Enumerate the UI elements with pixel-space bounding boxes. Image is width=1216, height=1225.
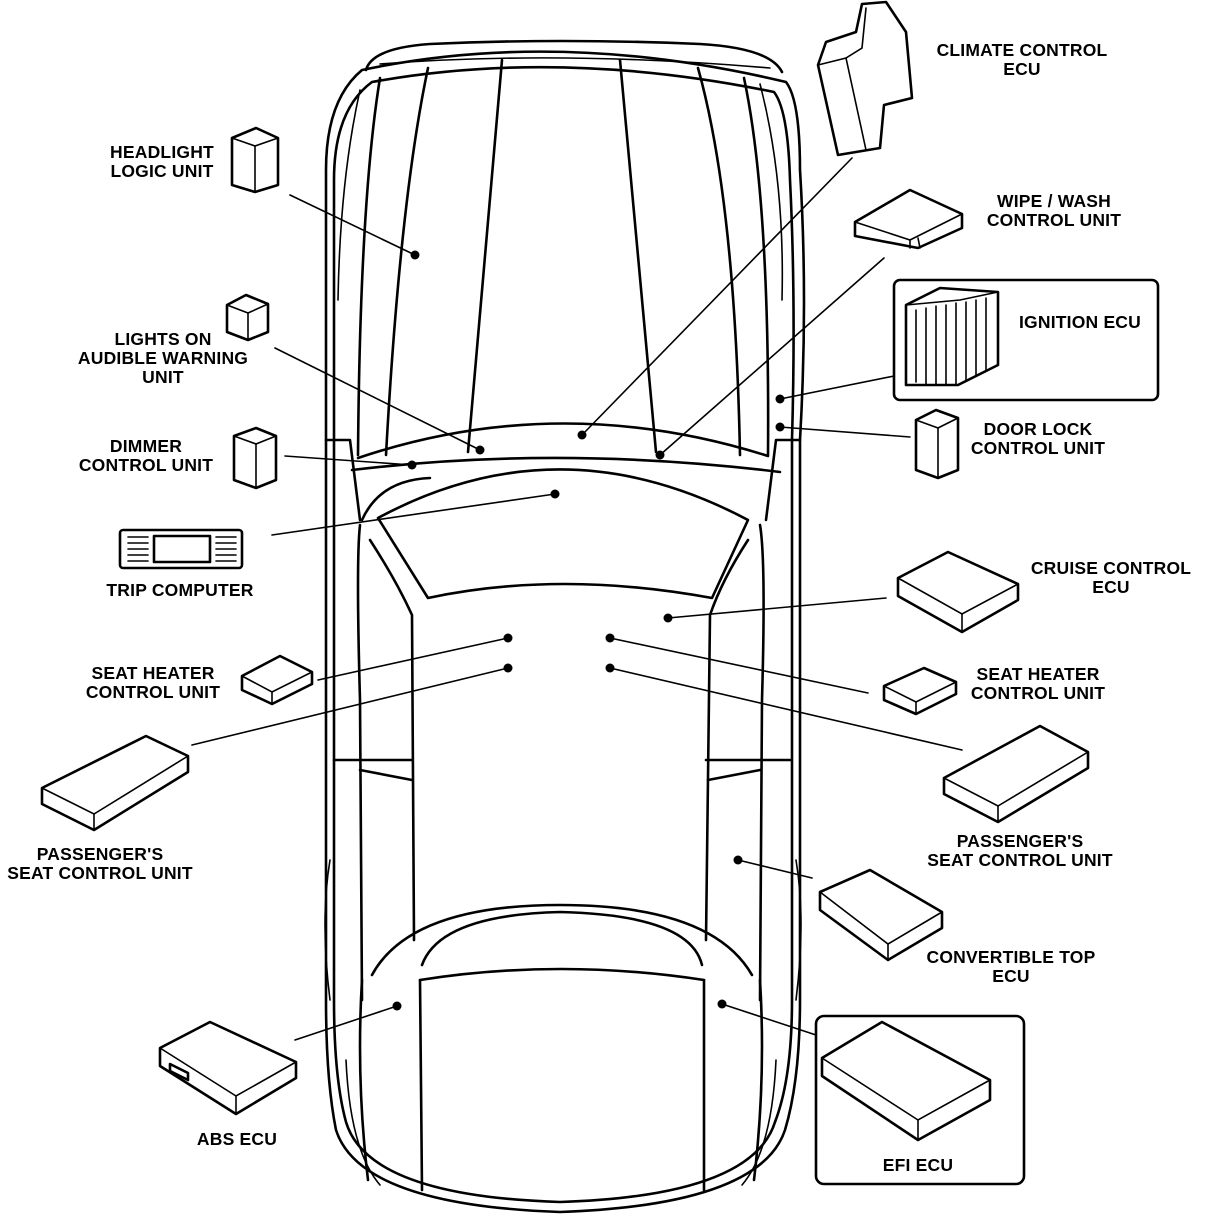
- wipe-wash-control-unit-icon: [853, 188, 964, 250]
- label-door-lock-control-unit: DOOR LOCK CONTROL UNIT: [970, 419, 1106, 458]
- label-seat-heater-right: SEAT HEATER CONTROL UNIT: [970, 664, 1106, 703]
- connection-dots: [392, 250, 785, 1011]
- climate-control-ecu-icon: [816, 0, 914, 157]
- label-trip-computer: TRIP COMPUTER: [106, 580, 254, 600]
- label-ignition-ecu: IGNITION ECU: [1019, 312, 1141, 332]
- ignition-ecu-box: [892, 278, 1160, 402]
- headlight-logic-unit-icon: [230, 126, 280, 194]
- label-wipe-wash-control-unit: WIPE / WASH CONTROL UNIT: [986, 191, 1122, 230]
- label-cruise-control-ecu: CRUISE CONTROL ECU: [1030, 558, 1192, 597]
- door-lock-control-unit-icon: [914, 408, 960, 480]
- trip-computer-icon: [118, 528, 244, 570]
- label-dimmer-control-unit: DIMMER CONTROL UNIT: [78, 436, 214, 475]
- label-lights-on-warning-unit: LIGHTS ON AUDIBLE WARNING UNIT: [77, 329, 249, 387]
- efi-ecu-box: [814, 1014, 1026, 1186]
- label-efi-ecu: EFI ECU: [882, 1155, 954, 1175]
- seat-heater-unit-right-icon: [882, 666, 958, 716]
- car-outline: [324, 39, 806, 1214]
- label-abs-ecu: ABS ECU: [196, 1129, 278, 1149]
- dimmer-control-unit-icon: [232, 426, 278, 490]
- passenger-seat-unit-right-icon: [942, 724, 1090, 824]
- passenger-seat-unit-left-icon: [40, 734, 190, 832]
- convertible-top-ecu-icon: [818, 868, 944, 962]
- abs-ecu-icon: [158, 1020, 298, 1116]
- label-convertible-top-ecu: CONVERTIBLE TOP ECU: [926, 947, 1096, 986]
- leader-lines: [191, 157, 963, 1041]
- label-climate-control-ecu: CLIMATE CONTROL ECU: [936, 40, 1108, 79]
- label-passenger-seat-left: PASSENGER'S SEAT CONTROL UNIT: [7, 844, 193, 883]
- label-seat-heater-left: SEAT HEATER CONTROL UNIT: [85, 663, 221, 702]
- label-passenger-seat-right: PASSENGER'S SEAT CONTROL UNIT: [927, 831, 1113, 870]
- lights-on-warning-unit-icon: [225, 293, 270, 342]
- seat-heater-unit-left-icon: [240, 654, 314, 706]
- cruise-control-ecu-icon: [896, 550, 1020, 634]
- label-headlight-logic-unit: HEADLIGHT LOGIC UNIT: [110, 142, 214, 181]
